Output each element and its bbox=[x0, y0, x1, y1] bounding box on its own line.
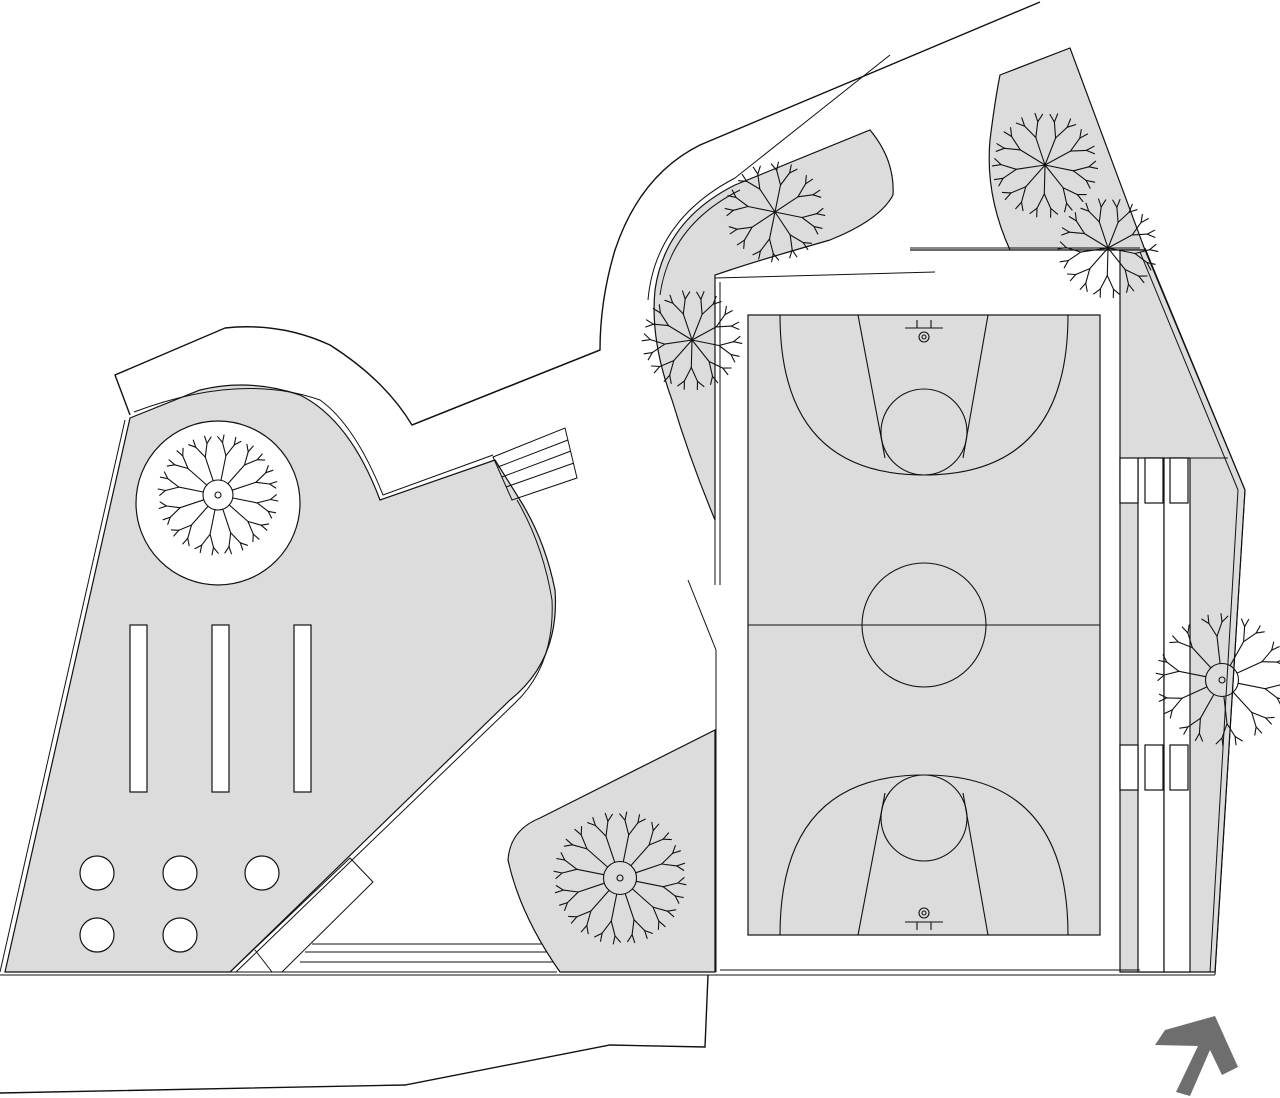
free-throw-circle-bottom bbox=[880, 774, 968, 862]
road-outline bbox=[0, 1, 1041, 1094]
tree-symbol bbox=[1155, 613, 1280, 747]
bleacher-seat bbox=[1144, 457, 1164, 504]
free-throw-circle-top bbox=[880, 388, 968, 476]
table-circle bbox=[79, 917, 115, 953]
tree-symbol bbox=[991, 112, 1099, 218]
table-circle bbox=[79, 855, 115, 891]
left-plaza bbox=[0, 384, 557, 973]
bleacher-strip bbox=[1163, 457, 1191, 973]
trees-layer bbox=[157, 112, 1280, 945]
table-circle bbox=[162, 855, 198, 891]
bleacher-seat bbox=[1169, 457, 1189, 504]
tree-symbol bbox=[157, 434, 279, 556]
north-green-strip bbox=[647, 54, 894, 521]
basketball-court bbox=[747, 314, 1101, 936]
east-green-strip bbox=[1119, 247, 1246, 976]
court-frame bbox=[0, 271, 1215, 976]
basketball-hoop-icon bbox=[905, 907, 943, 930]
northeast-green bbox=[910, 47, 1146, 251]
table-circle bbox=[162, 917, 198, 953]
steps-north bbox=[492, 427, 578, 501]
bench bbox=[211, 624, 230, 793]
table-circle bbox=[244, 855, 280, 891]
bleacher-seat bbox=[1144, 744, 1164, 791]
bleacher-seat bbox=[1119, 457, 1139, 504]
tree-symbol bbox=[641, 290, 743, 391]
tree-planter-circle bbox=[135, 420, 301, 586]
tree-symbol bbox=[553, 811, 687, 945]
tree-symbol bbox=[724, 161, 826, 263]
bleacher-strip bbox=[1137, 457, 1165, 973]
bleacher-seat bbox=[1169, 744, 1189, 791]
bench bbox=[293, 624, 312, 793]
bench bbox=[129, 624, 148, 793]
steps-south bbox=[228, 857, 557, 973]
center-circle bbox=[861, 562, 987, 688]
bleacher-seat bbox=[1119, 744, 1139, 791]
basketball-hoop-icon bbox=[905, 320, 943, 343]
tree-symbol bbox=[1057, 198, 1159, 299]
north-arrow-icon bbox=[1155, 1016, 1238, 1096]
